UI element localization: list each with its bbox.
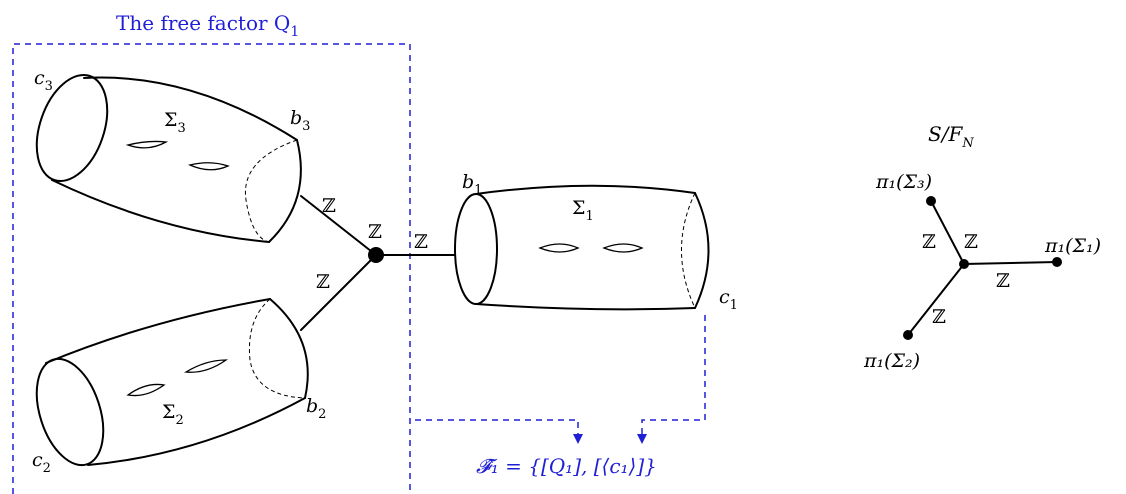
b2-label: b2 (306, 395, 326, 422)
edge-label-e3: ℤ (322, 195, 336, 217)
graph-of-spaces-edges (300, 195, 456, 331)
vertex-center (959, 259, 969, 269)
surface-sigma-1 (454, 184, 710, 311)
vertex-pi1-sigma1 (1052, 257, 1062, 267)
quotient-title: S/FN (928, 122, 974, 151)
free-factor-system-label: 𝓕̂₁ = {[Q₁], [⟨c₁⟩]} (476, 454, 657, 478)
edge-label-e1: ℤ (414, 231, 428, 253)
label-pi1-sigma1: π₁(Σ₁) (1044, 235, 1101, 257)
quotient-graph (903, 196, 1062, 340)
quotient-edge-label-e2: ℤ (932, 306, 946, 328)
quotient-edge-label-e1: ℤ (996, 270, 1010, 292)
b3-label: b3 (290, 107, 310, 134)
sigma-2-label: Σ2 (162, 401, 184, 428)
surface-sigma-3 (35, 73, 302, 243)
b1-label: b1 (462, 171, 482, 198)
sigma-1-label: Σ1 (572, 197, 594, 224)
family-bracket (415, 315, 706, 444)
arrow-to-q1 (573, 434, 583, 444)
label-pi1-sigma2: π₁(Σ₂) (863, 350, 920, 372)
quotient-edge-label-e3: ℤ (922, 231, 936, 253)
label-pi1-sigma3: π₁(Σ₃) (875, 171, 932, 193)
vertex-pi1-sigma3 (926, 196, 936, 206)
vertex-pi1-sigma2 (903, 330, 913, 340)
quotient-center-label: ℤ (964, 231, 978, 253)
vertex-label: ℤ (368, 221, 382, 243)
sigma-3-label: Σ3 (164, 109, 186, 136)
surface-sigma-2 (35, 298, 309, 467)
arrow-to-c1 (637, 434, 647, 444)
central-vertex (368, 247, 384, 263)
c2-label: c2 (32, 449, 51, 476)
free-factor-label: The free factor Q1 (116, 11, 299, 40)
c1-label: c1 (719, 286, 738, 313)
c3-label: c3 (34, 67, 53, 94)
edge-label-e2: ℤ (316, 271, 330, 293)
free-factor-box (12, 43, 411, 494)
